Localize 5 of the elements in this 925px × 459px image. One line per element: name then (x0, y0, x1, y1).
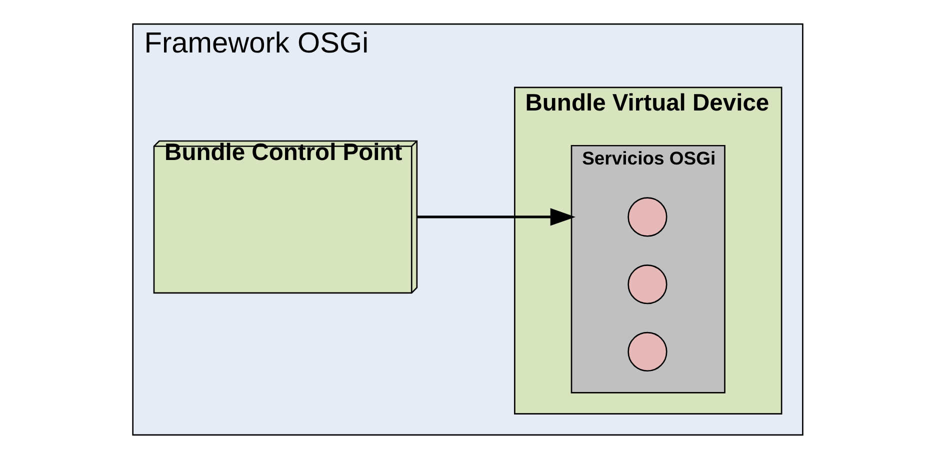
cluster: Servicios OSGi (570, 144, 726, 394)
arrow (417, 208, 576, 226)
node-circle (628, 332, 668, 372)
node-circle (628, 197, 668, 237)
node-circle (628, 264, 668, 304)
